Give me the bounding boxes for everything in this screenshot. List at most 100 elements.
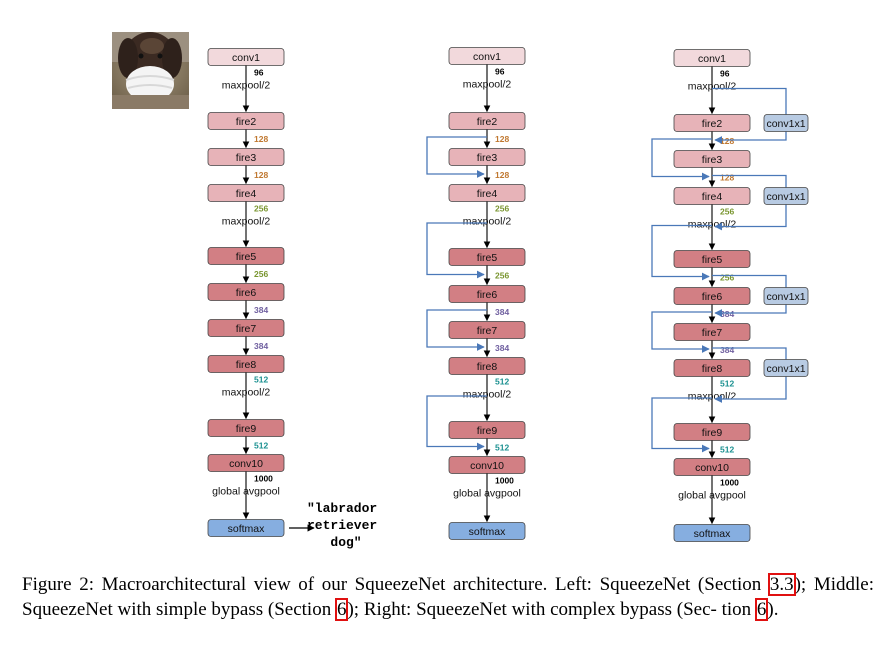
caption-ref-section-3-3[interactable]: 3.3 (767, 573, 796, 596)
complex-bypass-in-fire4 (712, 174, 787, 188)
layer-label-conv10: conv10 (470, 460, 504, 472)
pool-label: maxpool/2 (222, 387, 271, 399)
pool-label: maxpool/2 (463, 79, 512, 91)
layer-label-conv10: conv10 (695, 462, 729, 474)
layer-label-conv1: conv1 (698, 53, 726, 65)
complex-bypass-in-fire2 (712, 87, 787, 115)
channel-count: 256 (720, 273, 734, 283)
layer-label-fire4: fire4 (236, 188, 257, 200)
simple-bypass-fire5 (651, 224, 712, 281)
layer-label-fire3: fire3 (477, 152, 498, 164)
pool-label: maxpool/2 (222, 80, 271, 92)
pool-label: maxpool/2 (463, 216, 512, 228)
channel-count: 512 (720, 445, 734, 455)
complex-bypass-out-fire2 (714, 131, 787, 144)
layer-label-fire5: fire5 (702, 254, 723, 266)
channel-count: 128 (254, 170, 268, 180)
complex-bypass-in-fire8 (712, 347, 787, 360)
caption-mid-2: ); Right: SqueezeNet with complex bypass… (347, 598, 756, 620)
channel-count: 512 (720, 379, 734, 389)
caption-ref-section-6-a[interactable]: 6 (335, 597, 349, 621)
layer-label-fire7: fire7 (702, 327, 723, 339)
layer-label-fire8: fire8 (477, 361, 498, 373)
conv1x1-box (763, 287, 809, 305)
layer-label-conv1: conv1 (473, 51, 501, 63)
pool-label: maxpool/2 (688, 81, 737, 93)
layer-label-fire5: fire5 (477, 252, 498, 264)
layer-label-conv1: conv1 (232, 52, 260, 64)
channel-count: 1000 (495, 476, 514, 486)
layer-label-fire6: fire6 (236, 287, 257, 299)
pool-label: maxpool/2 (688, 391, 737, 403)
conv1x1-label: conv1x1 (766, 363, 805, 375)
layer-label-softmax: softmax (228, 523, 266, 535)
svg-text:"labrador retriever do: "labrador retriever dog" (307, 501, 385, 550)
channel-count: 128 (720, 173, 734, 183)
channel-count: 256 (254, 269, 268, 279)
layer-label-softmax: softmax (469, 526, 507, 538)
channel-count: 96 (495, 67, 505, 77)
simple-bypass-fire7 (426, 309, 487, 351)
simple-bypass-fire3 (651, 138, 712, 181)
caption-prefix: Figure 2: Macroarchitectural view of our… (22, 574, 769, 595)
channel-count: 1000 (254, 474, 273, 484)
conv1x1-label: conv1x1 (766, 191, 805, 203)
simple-bypass-fire5 (426, 222, 487, 279)
layer-label-fire2: fire2 (477, 116, 498, 128)
layer-label-fire7: fire7 (477, 325, 498, 337)
output-label-line-2: retriever (307, 518, 377, 533)
channel-count: 384 (254, 341, 268, 351)
complex-bypass-out-fire4 (714, 204, 787, 231)
layer-label-fire7: fire7 (236, 323, 257, 335)
layer-label-fire4: fire4 (702, 191, 723, 203)
pool-label: global avgpool (453, 488, 521, 500)
layer-label-fire8: fire8 (236, 359, 257, 371)
conv1x1-box (763, 187, 809, 205)
caption-ref-section-6-b[interactable]: 6 (754, 597, 769, 621)
layer-label-fire9: fire9 (477, 425, 498, 437)
column-middle: conv196maxpool/2fire2128fire3128fire4256… (426, 47, 526, 540)
simple-bypass-fire9 (651, 397, 712, 453)
output-label-line-1: "labrador (307, 501, 377, 516)
complex-bypass-out-fire6 (714, 304, 787, 317)
simple-bypass-fire3 (426, 136, 487, 178)
channel-count: 384 (495, 343, 509, 353)
layer-softmax (448, 522, 526, 540)
layer-label-fire5: fire5 (236, 251, 257, 263)
channel-count: 512 (495, 443, 509, 453)
pool-label: maxpool/2 (463, 389, 512, 401)
caption-suffix: ). (767, 598, 779, 620)
layer-label-fire8: fire8 (702, 363, 723, 375)
channel-count: 1000 (720, 478, 739, 488)
complex-bypass-out-fire8 (714, 376, 787, 403)
channel-count: 384 (720, 345, 734, 355)
channel-count: 384 (720, 309, 734, 319)
channel-count: 512 (254, 441, 268, 451)
channel-count: 96 (720, 69, 730, 79)
channel-count: 384 (254, 305, 268, 315)
layer-label-fire2: fire2 (702, 118, 723, 130)
channel-count: 256 (254, 204, 268, 214)
pool-label: global avgpool (212, 486, 280, 498)
conv1x1-box (763, 359, 809, 377)
layer-label-fire6: fire6 (702, 291, 723, 303)
channel-count: 256 (720, 207, 734, 217)
simple-bypass-fire7 (651, 311, 712, 353)
caption-mid-1: ); Middle: SqueezeNet with simple bypass… (22, 574, 874, 620)
simple-bypass-fire9 (426, 395, 487, 451)
figure-caption: Figure 2: Macroarchitectural view of our… (22, 573, 874, 622)
pool-label: maxpool/2 (688, 219, 737, 231)
layer-label-fire9: fire9 (236, 423, 257, 435)
layer-label-fire3: fire3 (702, 154, 723, 166)
channel-count: 256 (495, 204, 509, 214)
column-right: conv1 96 maxpool/2 fire2 128 fire3 128 fire4 256… (651, 49, 809, 542)
layer-label-fire3: fire3 (236, 152, 257, 164)
conv1x1-box (763, 114, 809, 132)
pool-label: maxpool/2 (222, 216, 271, 228)
layer-label-fire6: fire6 (477, 289, 498, 301)
channel-count: 128 (720, 136, 734, 146)
layer-label-fire9: fire9 (702, 427, 723, 439)
column-left: conv196maxpool/2fire2128fire3128fire4256… (207, 48, 285, 537)
layer-label-fire4: fire4 (477, 188, 498, 200)
output-label-line-3: dog" (330, 535, 361, 550)
